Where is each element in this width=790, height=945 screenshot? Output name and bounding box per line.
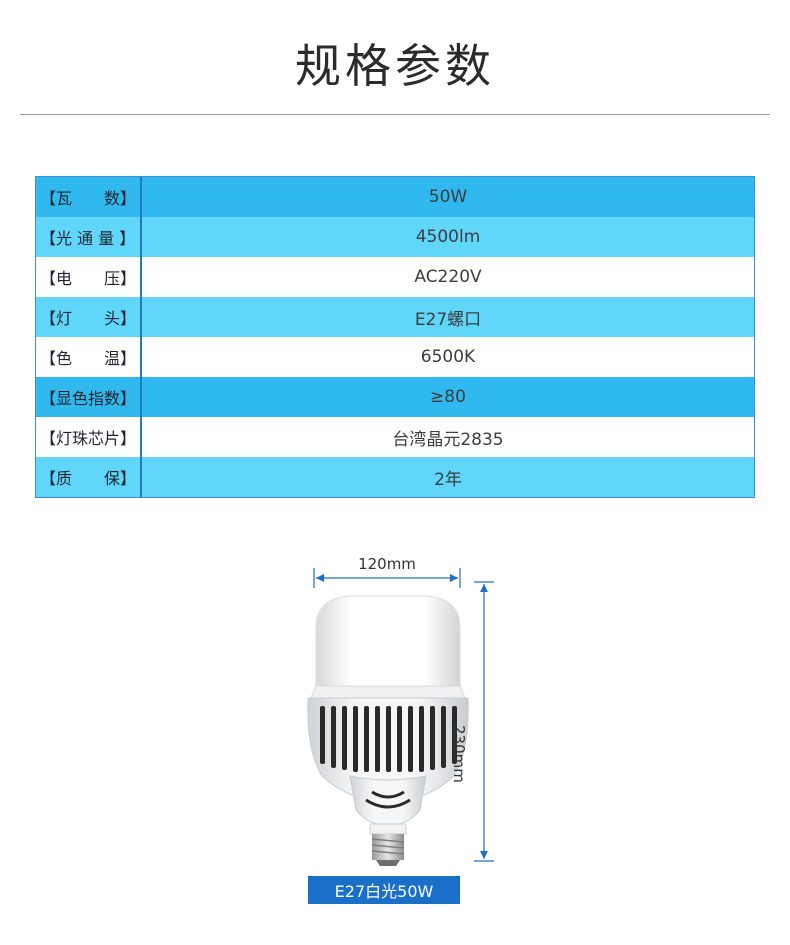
spec-key: 【显色指数】 [36,377,142,417]
spec-row-voltage: 【电 压】 AC220V [36,257,754,297]
spec-value: E27螺口 [414,309,482,330]
spec-key: 【色 温】 [36,337,142,377]
spec-row-cri: 【显色指数】 ≥80 [36,377,754,417]
product-caption: E27白光50W [308,876,460,904]
heatsink-fins [320,706,457,772]
page-title: 规格参数 [295,39,495,93]
spec-row-chip: 【灯珠芯片】 台湾晶元2835 [36,417,754,457]
bulb-illustration [307,568,494,866]
spec-key: 【灯 头】 [36,297,142,337]
spec-row-color-temp: 【色 温】 6500K [36,337,754,377]
bulb-dome [315,595,461,689]
spec-key: 【光 通 量 】 [36,217,142,257]
spec-key: 【瓦 数】 [36,177,142,217]
spec-value: 50W [428,187,468,207]
title-divider [20,114,770,115]
spec-row-base: 【灯 头】 E27螺口 [36,297,754,337]
height-dimension-label: 230mm [450,725,468,783]
spec-key: 【质 保】 [36,457,142,497]
e27-screw-base [371,834,405,866]
spec-table: 【瓦 数】 50W 【光 通 量 】 4500lm 【电 压】 AC220V 【… [35,176,755,498]
spec-row-luminous-flux: 【光 通 量 】 4500lm [36,217,754,257]
width-dimension [313,568,461,588]
spec-row-wattage: 【瓦 数】 50W [36,177,754,217]
spec-value: ≥80 [430,387,466,407]
width-dimension-label: 120mm [358,555,416,573]
spec-value: 2年 [434,469,462,490]
spec-value: 6500K [420,347,476,367]
spec-value: AC220V [414,267,482,287]
product-figure: 120mm 230mm E27白光50W [0,540,790,945]
spec-value: 台湾晶元2835 [392,429,504,450]
spec-key: 【灯珠芯片】 [36,417,142,457]
spec-value: 4500lm [415,227,481,247]
bulb-neck [349,775,427,827]
spec-row-warranty: 【质 保】 2年 [36,457,754,497]
height-dimension [474,581,494,862]
spec-key: 【电 压】 [36,257,142,297]
